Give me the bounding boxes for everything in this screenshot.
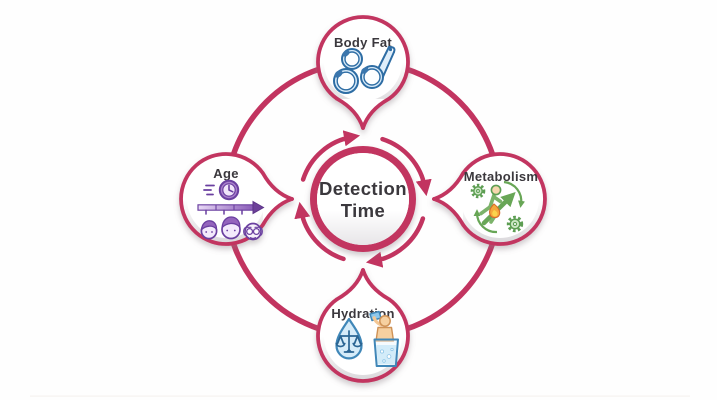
node-border	[179, 152, 265, 246]
node-tail-outline	[335, 97, 391, 130]
node-age: Age	[179, 152, 294, 246]
node-border	[461, 152, 547, 246]
center-title-line2: Time	[341, 200, 385, 221]
node-label-body-fat: Body Fat	[334, 35, 392, 50]
water-drop-scale-glass-icon	[335, 310, 399, 367]
center-disc	[317, 153, 409, 245]
node-tail-outline	[261, 171, 294, 227]
node-tail-outline	[335, 268, 391, 301]
rotation-arrow-icon	[300, 130, 361, 182]
node-metabolism: Metabolism	[432, 152, 547, 246]
center-title-line1: Detection	[319, 178, 407, 199]
node-tail-outline	[432, 171, 465, 227]
node-hydration: Hydration	[316, 268, 410, 383]
node-label-metabolism: Metabolism	[464, 169, 539, 184]
node-border	[316, 15, 410, 101]
clock-timeline-aging-icon	[197, 179, 265, 241]
fat-cells-caliper-icon	[333, 45, 396, 94]
center-node: Detection Time	[310, 146, 416, 252]
runner-flame-gears-icon	[470, 180, 525, 234]
rotation-arrow-icon	[294, 201, 346, 262]
clockwise-rotation-arrows	[294, 130, 432, 268]
rotation-arrow-icon	[380, 136, 432, 197]
node-label-age: Age	[213, 166, 238, 181]
node-border	[316, 297, 410, 383]
node-body-fat: Body Fat	[316, 15, 410, 130]
rotation-arrow-icon	[365, 216, 426, 268]
bottom-edge-shadow	[30, 395, 690, 397]
